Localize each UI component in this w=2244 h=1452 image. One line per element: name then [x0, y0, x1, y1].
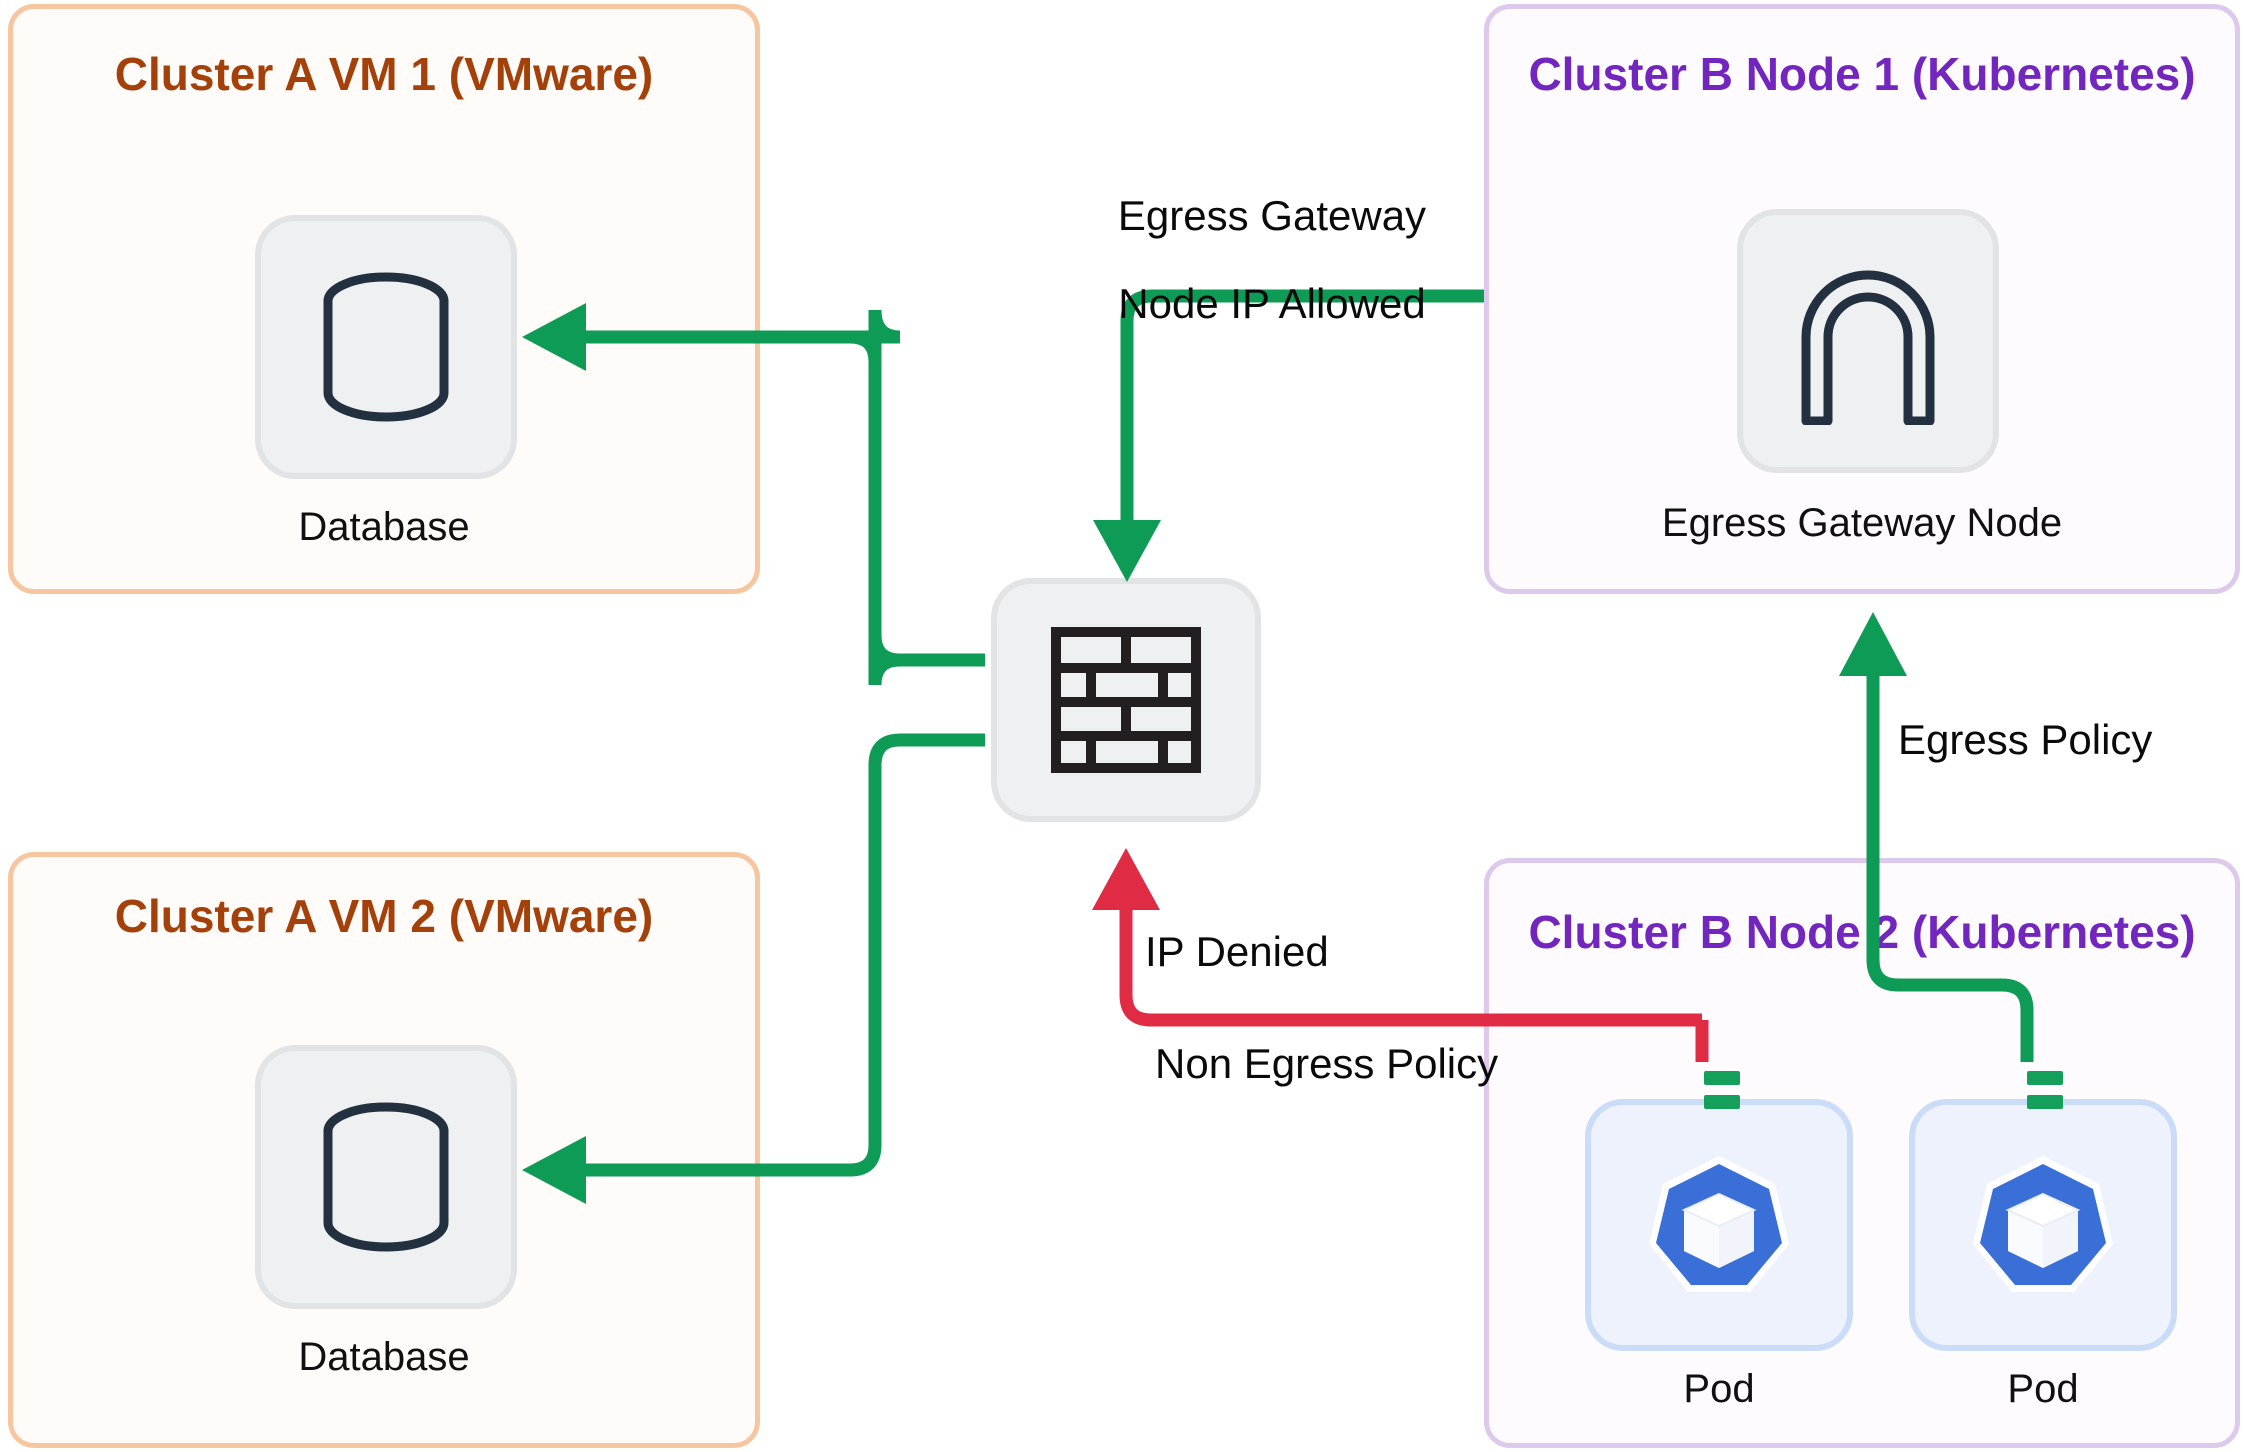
- node-tile-egress-gateway[interactable]: [1737, 209, 1999, 473]
- pod-1-connector-icon: [1704, 1071, 1740, 1085]
- edge-label-ip-denied: IP Denied: [1145, 928, 1329, 975]
- edge-label-line-1: Egress Gateway: [1117, 192, 1427, 240]
- group-title-cluster-a-vm-1: Cluster A VM 1 (VMware): [114, 48, 654, 100]
- group-title-cluster-b-node-2: Cluster B Node 2 (Kubernetes): [1528, 906, 2196, 958]
- edge-label-non-egress-policy: Non Egress Policy: [1155, 1040, 1499, 1087]
- pod-2-connector-icon: [2027, 1071, 2063, 1085]
- node-label-database-vm2: Database: [298, 1335, 470, 1379]
- edge-label-egress-policy: Egress Policy: [1898, 716, 2153, 763]
- gateway-arch-icon: [1801, 270, 1935, 425]
- node-label-egress-gateway: Egress Gateway Node: [1661, 501, 2063, 545]
- node-tile-pod-2[interactable]: [1909, 1099, 2177, 1351]
- node-tile-database-vm2[interactable]: [255, 1045, 517, 1309]
- edge-label-egress-gateway-allowed: Egress Gateway Node IP Allowed: [1032, 150, 1512, 326]
- node-label-pod-2: Pod: [2007, 1367, 2079, 1411]
- group-title-cluster-b-node-1: Cluster B Node 1 (Kubernetes): [1528, 48, 2196, 100]
- edge-gateway-to-firewall-allowed: [1093, 289, 1484, 582]
- group-cluster-a-vm-1: Cluster A VM 1 (VMware) Database: [8, 4, 760, 594]
- node-tile-database-vm1[interactable]: [255, 215, 517, 479]
- database-icon: [323, 1102, 449, 1252]
- kubernetes-pod-icon: [1649, 1156, 1789, 1292]
- group-cluster-b-node-2: Cluster B Node 2 (Kubernetes) Pod: [1484, 858, 2240, 1448]
- edge-label-line-2: Node IP Allowed: [1118, 280, 1426, 328]
- node-label-pod-1: Pod: [1683, 1367, 1755, 1411]
- node-tile-firewall[interactable]: [991, 578, 1261, 822]
- node-tile-pod-1[interactable]: [1585, 1099, 1853, 1351]
- firewall-brick-icon: [1051, 627, 1201, 773]
- database-icon: [323, 272, 449, 422]
- node-label-database-vm1: Database: [298, 505, 470, 549]
- group-cluster-b-node-1: Cluster B Node 1 (Kubernetes) Egress Gat…: [1484, 4, 2240, 594]
- pod-2-connector-icon-lower: [2027, 1095, 2063, 1109]
- kubernetes-pod-icon: [1973, 1156, 2113, 1292]
- group-title-cluster-a-vm-2: Cluster A VM 2 (VMware): [114, 890, 654, 942]
- pod-1-connector-icon-lower: [1704, 1095, 1740, 1109]
- group-cluster-a-vm-2: Cluster A VM 2 (VMware) Database: [8, 852, 760, 1448]
